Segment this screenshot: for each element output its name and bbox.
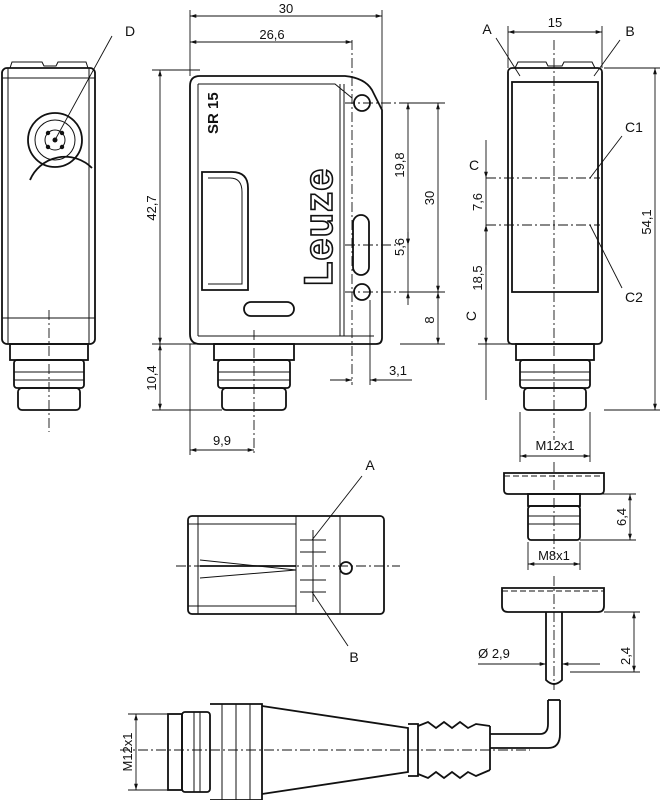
label-c1: C1 [625,119,643,135]
dim-hole-spacing: 19,8 [392,152,407,177]
dim-width-overall: 30 [279,1,293,16]
dim-plug-thread: M12x1 [120,732,135,771]
label-d: D [125,23,135,39]
dim-cable-length: 2,4 [618,647,633,665]
middle-dimensions: 30 26,6 42,7 10,4 19,8 5,6 30 8 3,1 9,9 [144,1,445,455]
dim-thread-m8: M8x1 [538,548,570,563]
dim-m8-length: 6,4 [614,508,629,526]
right-dimensions: 15 54,1 7,6 18,5 C C A B C1 C2 M12x1 [463,15,660,462]
middle-view: SR 15 Leuze [189,40,400,455]
dim-height-body: 42,7 [144,195,159,220]
right-view [486,40,603,440]
brand-logo: Leuze [297,168,341,286]
dim-edge-offset: 3,1 [389,363,407,378]
label-c-lower: C [463,311,479,321]
m8-connector-detail: 6,4 M8x1 [503,462,636,570]
dim-height-connector: 10,4 [144,365,159,390]
right-connector [515,343,595,411]
label-c2: C2 [625,289,643,305]
dim-bottom-offset: 8 [422,316,437,323]
left-view: D [1,23,135,432]
dim-axis-offset: 7,6 [470,193,485,211]
dim-width-inner: 26,6 [259,27,284,42]
top-view: A B [176,457,400,665]
dim-width-side: 15 [548,15,562,30]
dim-connector-offset: 9,9 [213,433,231,448]
dim-cable-diameter: Ø 2,9 [478,646,510,661]
model-label: SR 15 [205,92,222,134]
label-a-top: A [365,457,375,473]
m12-plug: M12x1 [120,699,561,800]
dim-thread-m12: M12x1 [535,438,574,453]
dim-hole-total: 30 [422,191,437,205]
dim-slot-offset: 5,6 [392,238,407,256]
dim-axis-height: 18,5 [470,265,485,290]
dim-total-height: 54,1 [639,209,654,234]
label-a: A [482,21,492,37]
label-b: B [625,23,634,39]
m12-socket-icon [27,112,93,181]
cable-detail: 2,4 Ø 2,9 [478,576,640,690]
label-c: C [469,157,479,173]
label-b-top: B [349,649,358,665]
